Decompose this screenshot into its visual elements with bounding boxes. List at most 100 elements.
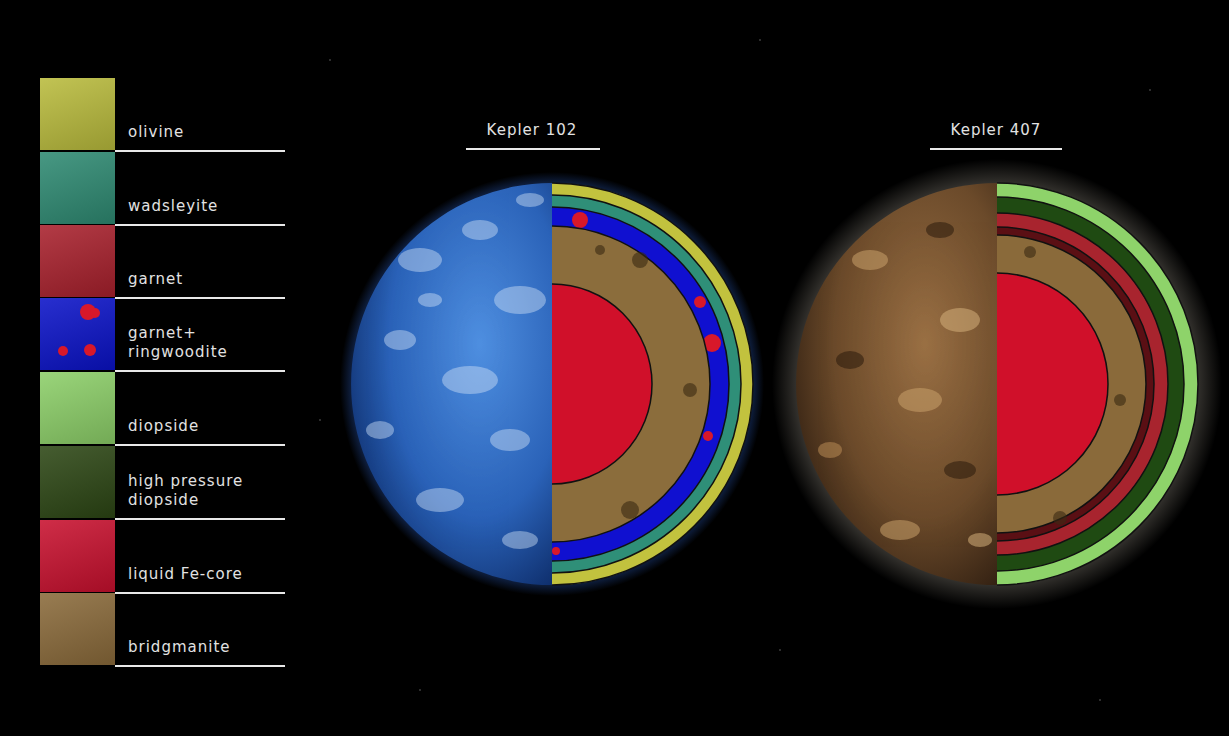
legend-rule [115, 297, 285, 299]
legend-text-holder: garnet [128, 270, 280, 289]
legend-text-holder: diopside [128, 417, 280, 436]
cloud [418, 293, 442, 307]
legend-text: liquid Fe-core [128, 565, 280, 584]
cloud [398, 248, 442, 272]
legend-rule [115, 518, 285, 520]
star [1099, 699, 1101, 701]
texture-spot [1053, 511, 1067, 525]
legend-text-holder: high pressure diopside [128, 472, 280, 510]
planet-title: Kepler 407 [951, 121, 1042, 140]
garnet-grain [84, 344, 96, 356]
garnet-grain [552, 547, 560, 555]
cloud [416, 488, 464, 512]
garnet-grain [58, 346, 68, 356]
legend-text: diopside [128, 417, 280, 436]
high-pressure-diopside-layer [997, 197, 1184, 571]
surface-clouds [366, 193, 546, 549]
legend-swatch [40, 520, 115, 592]
star [1149, 89, 1151, 91]
texture-spot [632, 252, 648, 268]
rock [968, 533, 992, 547]
surface-base [340, 180, 555, 590]
rock [944, 461, 976, 479]
planet-glow [772, 159, 1222, 609]
garnet-grain [90, 308, 100, 318]
garnet-layer-inner [997, 227, 1154, 541]
rock [852, 250, 888, 270]
legend-text: wadsleyite [128, 197, 280, 216]
garnet-grain [572, 212, 588, 228]
garnet-grain [694, 296, 706, 308]
legend-rule [115, 444, 285, 446]
cloud [490, 429, 530, 451]
legend-swatch [40, 152, 115, 224]
cloud [494, 286, 546, 314]
rock [940, 308, 980, 332]
planet-surface [340, 180, 555, 590]
garnet-grain [703, 431, 713, 441]
planet-cross-section [552, 183, 753, 585]
surface-base [785, 180, 1000, 590]
liquid-iron-core [552, 284, 652, 484]
star [329, 59, 331, 61]
cloud [502, 531, 538, 549]
garnet-ringwoodite-layer [552, 207, 729, 561]
cloud [366, 421, 394, 439]
texture-spot [621, 501, 639, 519]
texture-spot [1114, 394, 1126, 406]
planet-cross-section [997, 183, 1198, 585]
planet-title-holder: Kepler 407 [951, 121, 1042, 140]
legend-swatch [40, 593, 115, 665]
cloud [442, 366, 498, 394]
legend-text: bridgmanite [128, 638, 280, 657]
olivine-layer [552, 183, 753, 585]
legend-text: garnet [128, 270, 280, 289]
legend-text: olivine [128, 123, 280, 142]
star [779, 649, 781, 651]
title-underline [466, 148, 600, 150]
legend-text-holder: liquid Fe-core [128, 565, 280, 584]
star [419, 689, 421, 691]
texture-spot [595, 245, 605, 255]
liquid-iron-core [997, 273, 1108, 495]
texture-spot [683, 383, 697, 397]
garnet-layer [997, 213, 1168, 555]
legend-rule [115, 370, 285, 372]
rock [898, 388, 942, 412]
legend-rule [115, 592, 285, 594]
cloud [516, 193, 544, 207]
rock [836, 351, 864, 369]
legend-text-holder: bridgmanite [128, 638, 280, 657]
legend-swatch [40, 446, 115, 518]
surface-rocks [818, 222, 992, 547]
legend-swatch [40, 225, 115, 297]
star [319, 419, 321, 421]
rock [926, 222, 954, 238]
legend-rule [115, 665, 285, 667]
bridgmanite-layer [552, 226, 710, 542]
legend-text: garnet+ ringwoodite [128, 324, 280, 362]
bridgmanite-layer [997, 235, 1146, 533]
legend-text: high pressure diopside [128, 472, 280, 510]
legend-swatch [40, 78, 115, 150]
planet-title: Kepler 102 [487, 121, 578, 140]
cloud [462, 220, 498, 240]
diopside-layer [997, 183, 1198, 585]
legend-swatch [40, 372, 115, 444]
wadsleyite-layer [552, 195, 741, 573]
legend-text-holder: wadsleyite [128, 197, 280, 216]
planet-surface [785, 180, 1000, 590]
legend-text-holder: olivine [128, 123, 280, 142]
rock [818, 442, 842, 458]
legend-text-holder: garnet+ ringwoodite [128, 324, 280, 362]
legend-swatch [40, 298, 115, 370]
planet-title-holder: Kepler 102 [487, 121, 578, 140]
star [759, 39, 761, 41]
title-underline [930, 148, 1062, 150]
rock [880, 520, 920, 540]
legend-rule [115, 224, 285, 226]
texture-spot [1024, 246, 1036, 258]
cloud [384, 330, 416, 350]
